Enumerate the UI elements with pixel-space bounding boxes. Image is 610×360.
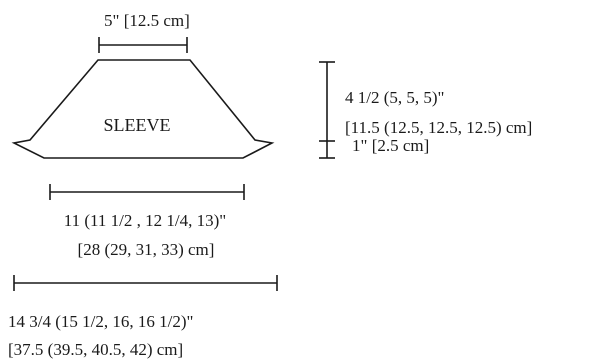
cap-height-label-in: 4 1/2 (5, 5, 5)" bbox=[345, 88, 445, 107]
width-1-label-in: 11 (11 1/2 , 12 1/4, 13)" bbox=[64, 211, 226, 230]
width-2-label-in: 14 3/4 (15 1/2, 16, 16 1/2)" bbox=[8, 312, 193, 331]
width-1-measure bbox=[49, 184, 245, 200]
top-width-label: 5" [12.5 cm] bbox=[104, 11, 190, 30]
height-measure bbox=[319, 61, 335, 159]
top-width-measure bbox=[98, 37, 188, 53]
cuff-height-label: 1" [2.5 cm] bbox=[352, 136, 429, 155]
width-1-label-cm: [28 (29, 31, 33) cm] bbox=[78, 240, 215, 259]
width-2-measure bbox=[13, 275, 278, 291]
sleeve-outline bbox=[11, 59, 275, 159]
sleeve-label: SLEEVE bbox=[104, 115, 171, 135]
width-2-label-cm: [37.5 (39.5, 40.5, 42) cm] bbox=[8, 340, 183, 359]
cap-height-label-cm: [11.5 (12.5, 12.5, 12.5) cm] bbox=[345, 118, 532, 137]
